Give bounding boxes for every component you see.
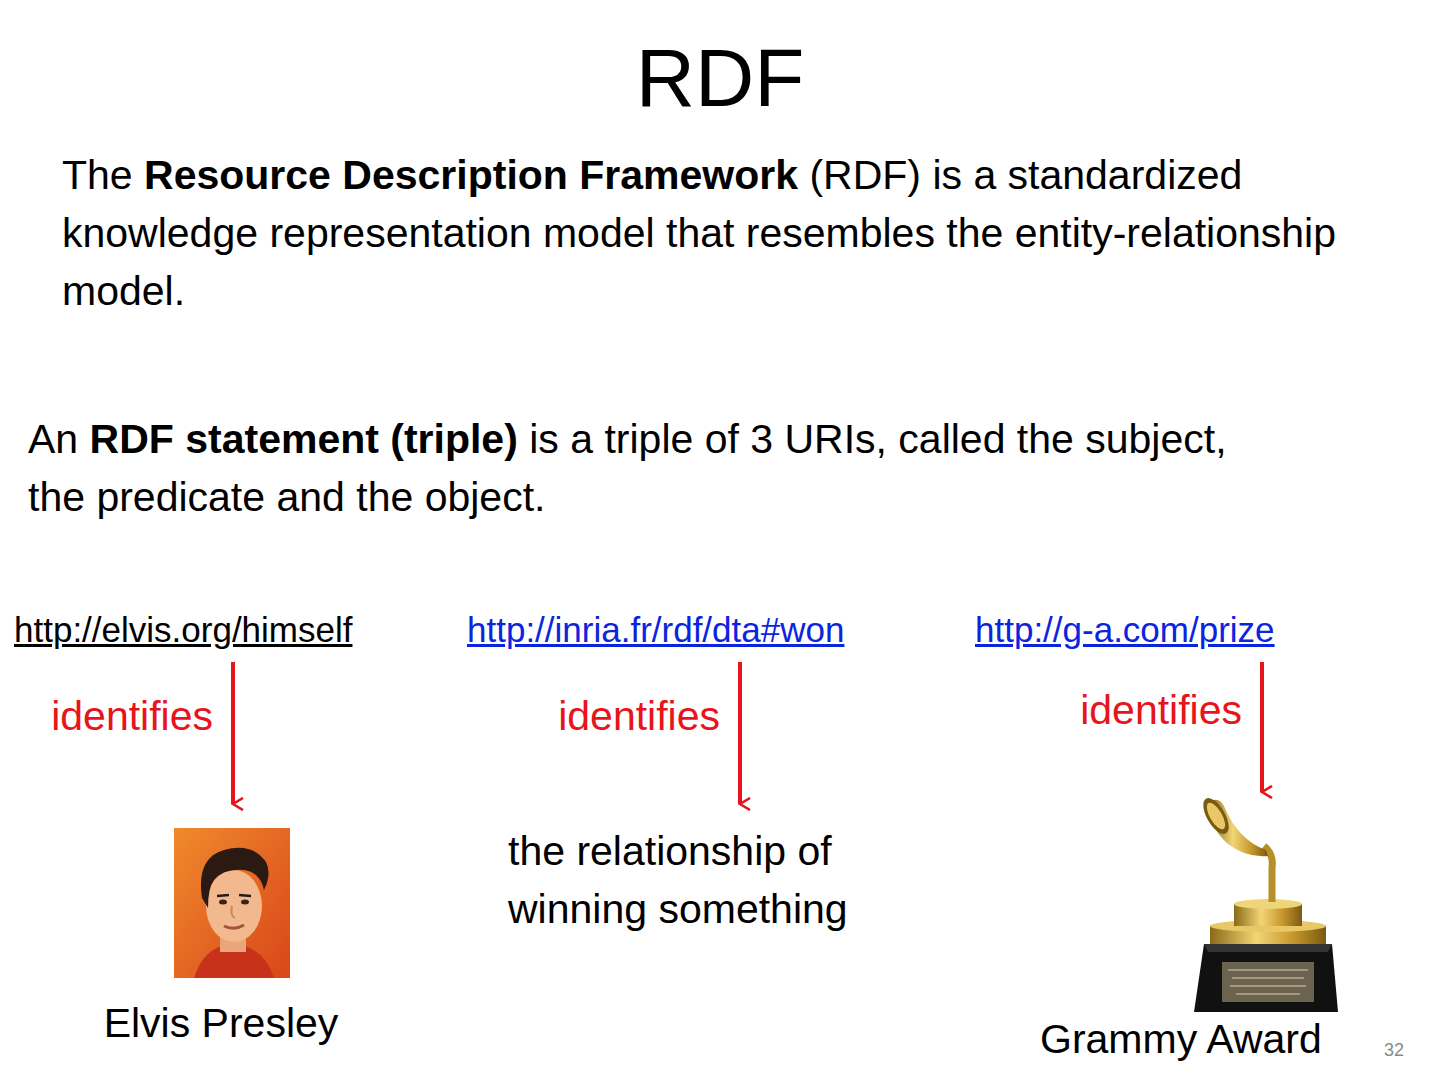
uri-link: http://g-a.com/prize [975, 608, 1275, 652]
resource-figure: Elvis Presley [80, 806, 362, 1050]
slide-title: RDF [0, 28, 1440, 128]
figure-caption: Grammy Award [1040, 1014, 1322, 1065]
grammy-trophy [1188, 794, 1348, 1016]
relation-label: the relationship of winning something [508, 822, 912, 938]
uri-link: http://inria.fr/rdf/dta#won [467, 608, 844, 652]
identifies-arrow [738, 662, 742, 804]
uri-label: http://inria.fr/rdf/dta#won [467, 608, 844, 652]
page-number: 32 [1384, 1040, 1404, 1061]
bold-term: RDF statement (triple) [90, 416, 518, 462]
definition-paragraph: An RDF statement (triple) is a triple of… [28, 410, 1228, 526]
resource-figure: Grammy Award [1030, 794, 1360, 1066]
edge-label: identifies [1080, 685, 1242, 735]
figure-caption: Elvis Presley [80, 998, 362, 1049]
bold-term: Resource Description Framework [144, 152, 798, 198]
edge-label: identifies [51, 691, 213, 741]
edge-label: identifies [558, 691, 720, 741]
uri-label: http://elvis.org/himself [14, 608, 352, 652]
identifies-arrow [231, 662, 235, 804]
identifies-arrow [1260, 662, 1264, 792]
definition-paragraph: The Resource Description Framework (RDF)… [62, 146, 1432, 320]
uri-label: http://g-a.com/prize [975, 608, 1275, 652]
paragraph-text: An [28, 416, 78, 462]
elvis-portrait [174, 828, 290, 978]
relation-text: the relationship of winning something [500, 806, 920, 938]
paragraph-text: The [62, 152, 133, 198]
uri-text: http://elvis.org/himself [14, 608, 352, 652]
